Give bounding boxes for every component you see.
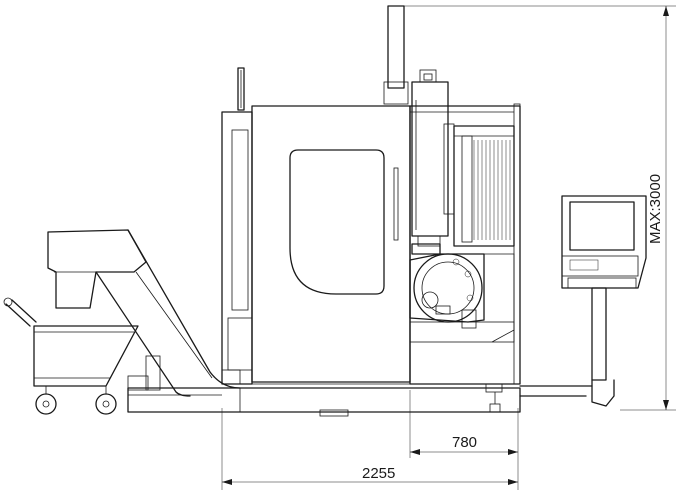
tool-magazine	[453, 125, 515, 247]
machine-base	[127, 383, 521, 417]
spindle-column	[383, 5, 455, 247]
rotary-table	[409, 243, 515, 343]
chip-conveyor	[47, 229, 241, 397]
dimension-table-offset: 780	[452, 434, 477, 451]
dimension-lines	[221, 5, 676, 490]
control-panel	[519, 195, 647, 407]
dimension-overall-width: 2255	[362, 465, 395, 482]
chip-cart	[3, 297, 139, 415]
machine-enclosure	[221, 67, 521, 385]
dimension-max-height: MAX:3000	[647, 174, 664, 244]
